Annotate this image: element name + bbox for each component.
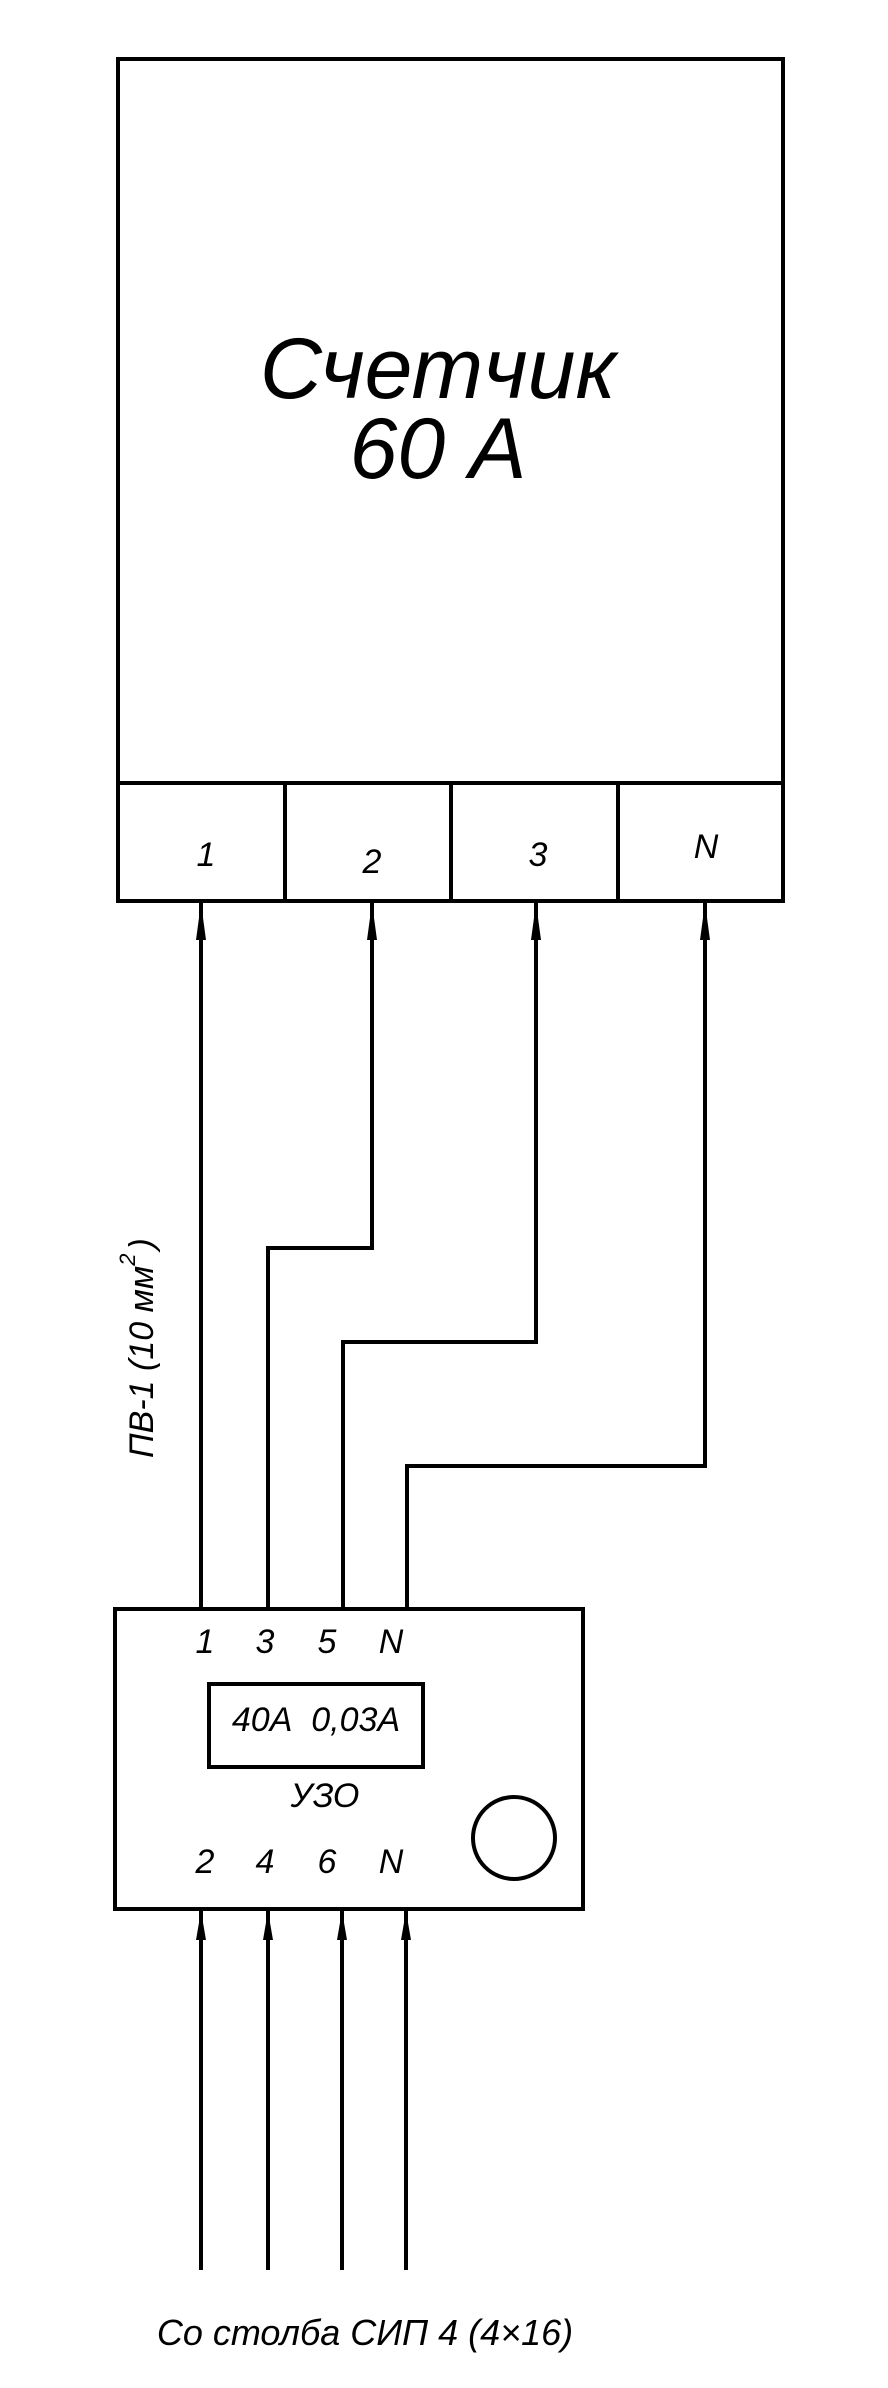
rcd-rating-panel <box>207 1682 425 1769</box>
rcd-bottom-terminal-label: 2 <box>195 1843 215 1881</box>
arrow-icon <box>337 1911 347 1940</box>
rcd-bottom-terminal-label: 4 <box>256 1843 275 1881</box>
cable-label-text: ПВ-1 (10 мм <box>123 1266 161 1458</box>
rcd-top-terminal-label: N <box>379 1623 404 1661</box>
rcd-test-button[interactable] <box>471 1795 557 1881</box>
rcd-body <box>113 1607 585 1911</box>
arrow-icon <box>401 1911 411 1940</box>
cable-label-close: ) <box>123 1238 161 1253</box>
output-wires <box>196 903 710 1609</box>
arrow-icon <box>196 1911 206 1940</box>
arrow-icon <box>367 903 377 940</box>
rcd-ratings: 40А 0,03А <box>232 1701 400 1739</box>
arrow-icon <box>700 903 710 940</box>
wire-n <box>405 903 707 1609</box>
rcd-top-terminal-label: 5 <box>318 1623 337 1661</box>
rcd: 1 3 5 N 40А 0,03А УЗО 2 4 6 N <box>113 1607 585 1911</box>
meter: Счетчик 60 А 1 2 3 N <box>116 57 785 903</box>
meter-terminal-label: 3 <box>529 836 548 874</box>
wire-2 <box>266 903 374 1609</box>
arrow-icon <box>531 903 541 940</box>
supply-label: Со столба СИП 4 (4×16) <box>157 2312 573 2353</box>
meter-terminal-label: 1 <box>197 836 216 874</box>
meter-title: Счетчик <box>260 321 620 417</box>
arrow-icon <box>196 903 206 940</box>
cable-label: ПВ-1 (10 мм2) <box>115 1238 161 1458</box>
wire-3 <box>341 903 538 1609</box>
svg-text:ПВ-1 (10 мм2): ПВ-1 (10 мм2) <box>115 1238 161 1458</box>
rcd-top-terminal-label: 3 <box>256 1623 275 1661</box>
input-wires <box>196 1911 411 2270</box>
rcd-top-terminal-label: 1 <box>196 1623 215 1661</box>
meter-terminal-label: 2 <box>362 843 382 881</box>
rcd-bottom-terminal-label: N <box>379 1843 404 1881</box>
meter-terminal-label: N <box>694 828 719 866</box>
rcd-bottom-terminal-label: 6 <box>318 1843 337 1881</box>
cable-label-superscript: 2 <box>115 1254 140 1267</box>
rcd-name: УЗО <box>290 1777 360 1815</box>
arrow-icon <box>263 1911 273 1940</box>
meter-rating: 60 А <box>350 401 527 497</box>
